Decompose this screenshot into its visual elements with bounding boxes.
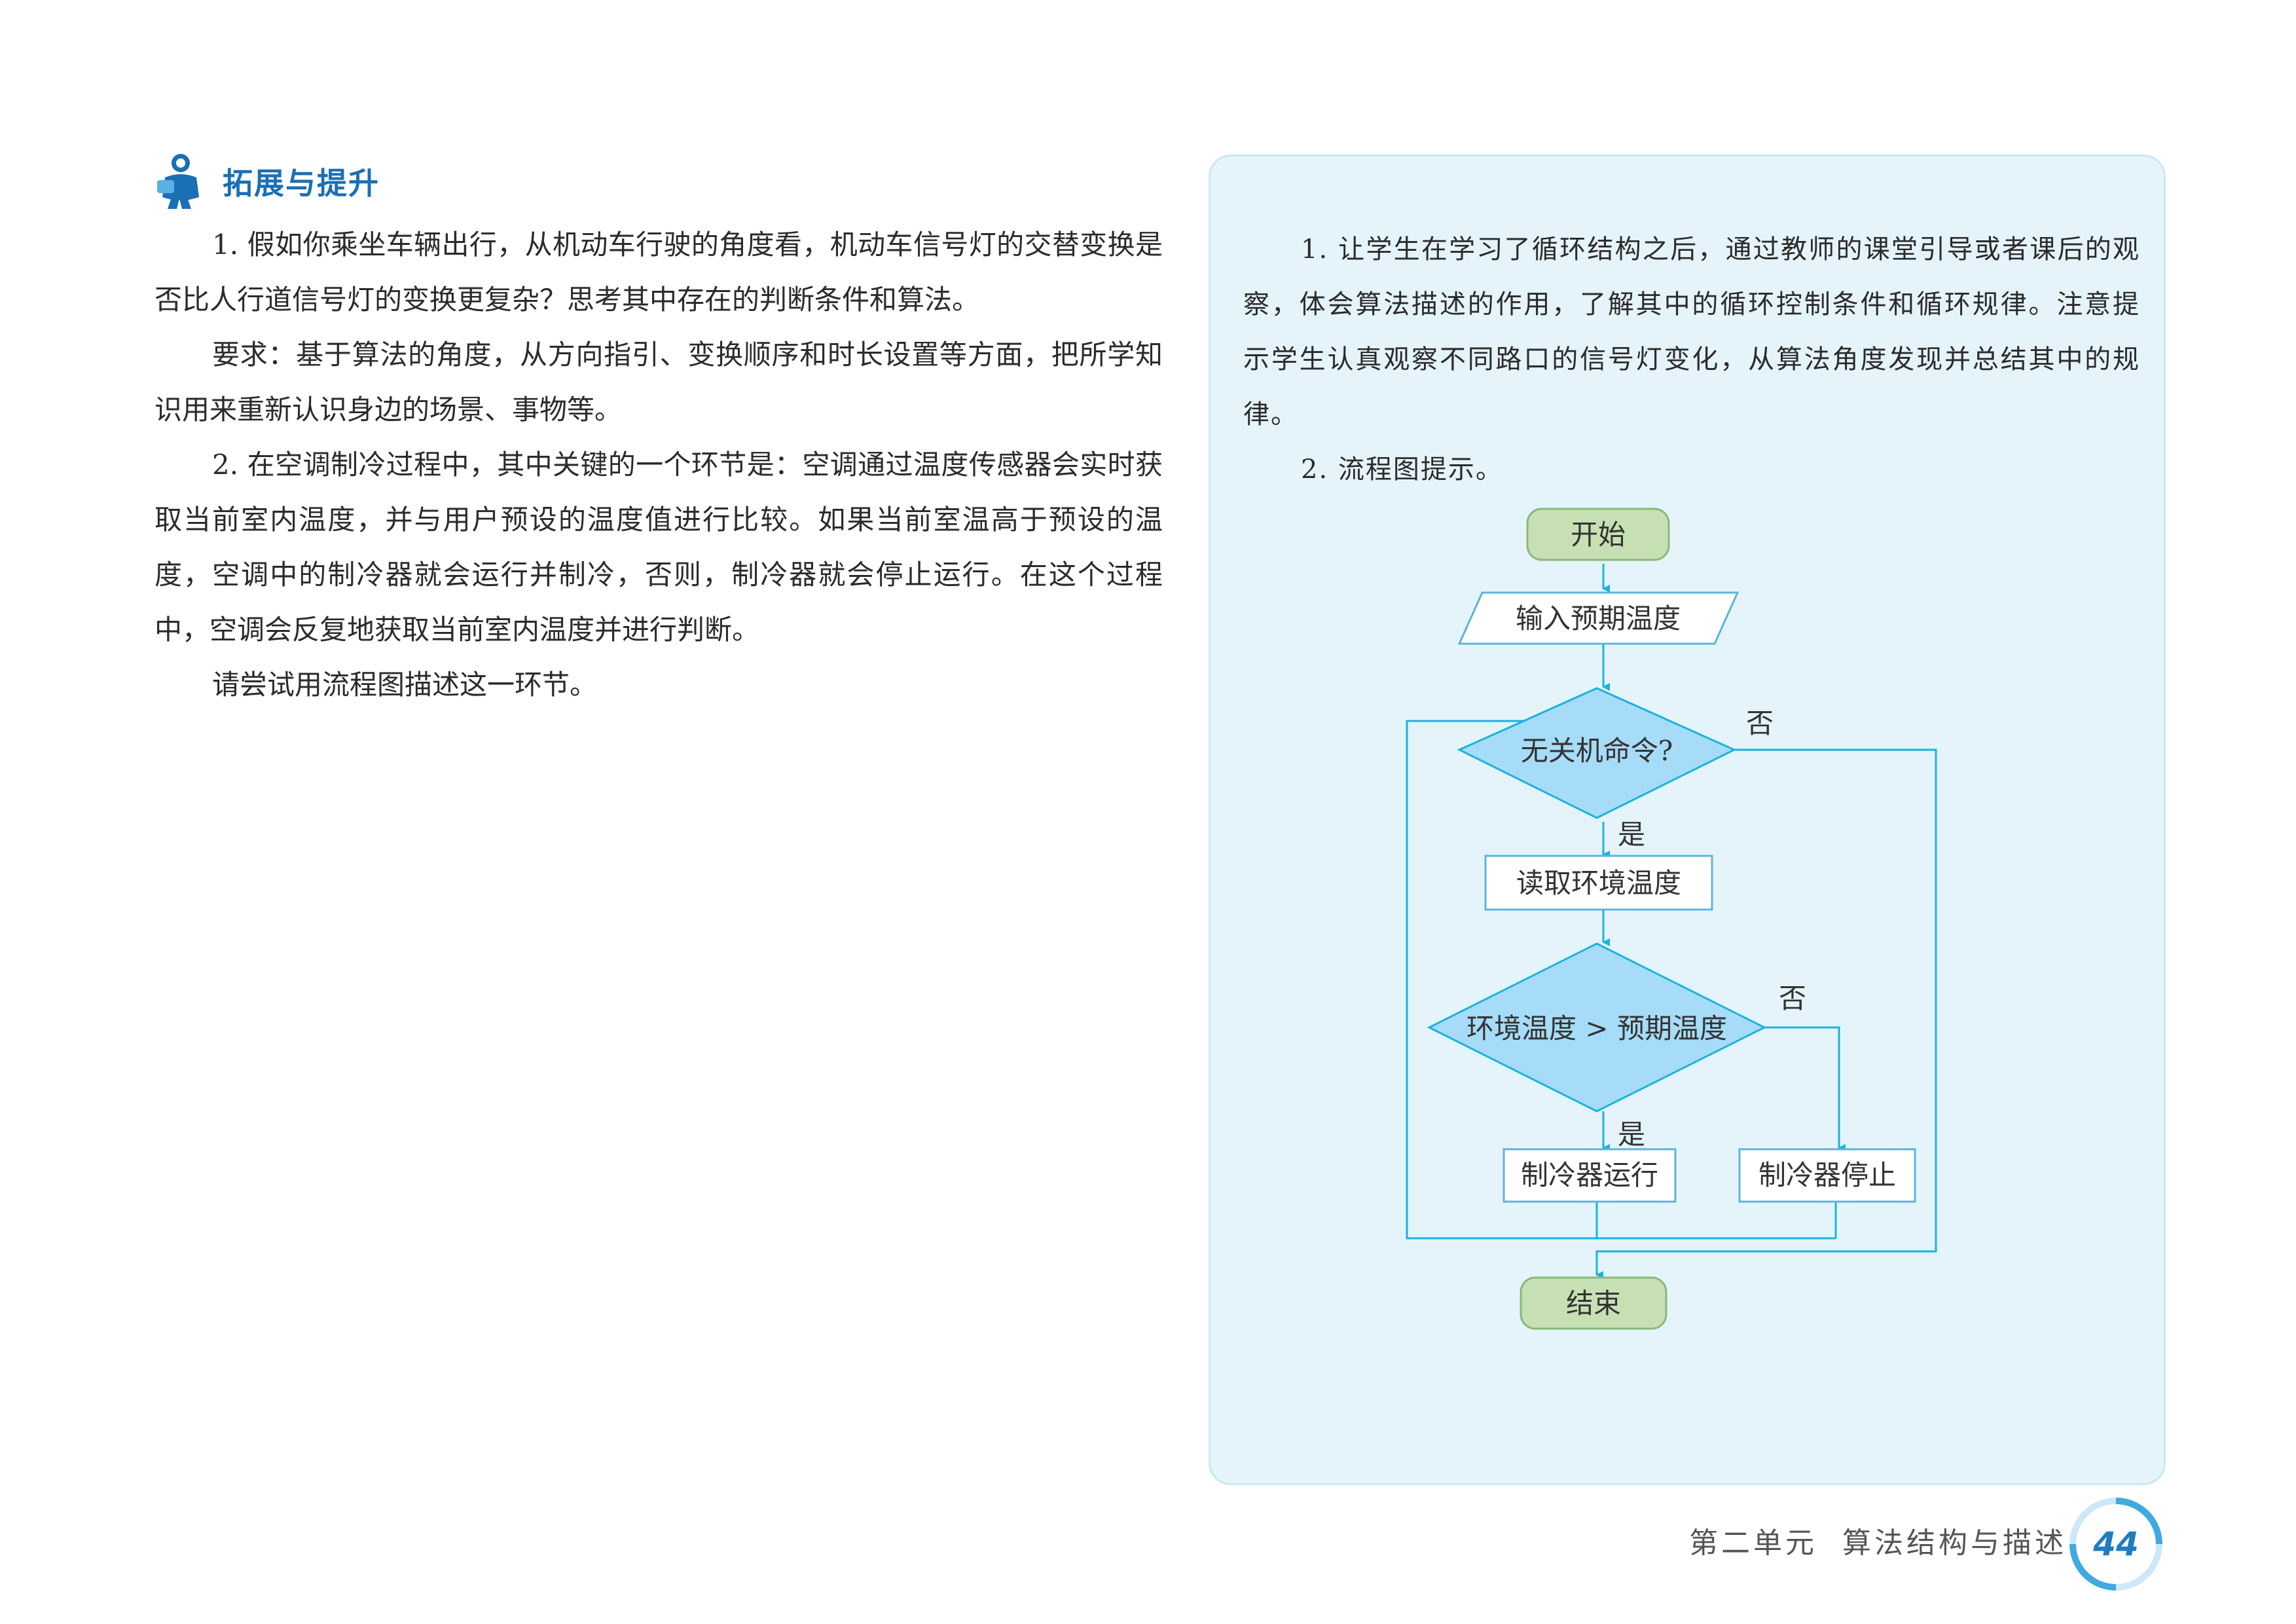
tip-1: 1. 让学生在学习了循环结构之后，通过教师的课堂引导或者课后的观察，体会算法描述… <box>1243 234 2140 430</box>
flowchart: 开始 输入预期温度 无关机命令? 是 否 读取环境温度 环境温度 > 预期温度 … <box>1406 507 1937 1330</box>
section-header: 拓展与提升 <box>155 145 1163 217</box>
exercise-2-task: 请尝试用流程图描述这一环节。 <box>212 669 598 701</box>
arrow-decision1-end <box>1595 748 1937 1279</box>
decision2-yes-label: 是 <box>1618 1118 1645 1151</box>
arrow-decision2-stop <box>1764 1026 1846 1152</box>
cooler-stop-label: 制冷器停止 <box>1758 1159 1896 1191</box>
tip-text: 1. 让学生在学习了循环结构之后，通过教师的课堂引导或者课后的观察，体会算法描述… <box>1243 222 2140 497</box>
end-terminal <box>1520 1276 1667 1330</box>
cooler-run-box <box>1503 1148 1677 1203</box>
start-terminal <box>1526 507 1670 561</box>
extension-section: 拓展与提升 1. 假如你乘坐车辆出行，从机动车行驶的角度看，机动车信号灯的交替变… <box>155 145 1163 712</box>
tip-2: 2. 流程图提示。 <box>1301 454 1503 485</box>
decision1-yes-label: 是 <box>1618 819 1645 851</box>
cooler-run-label: 制冷器运行 <box>1521 1159 1658 1191</box>
teaching-tip-box: 1. 让学生在学习了循环结构之后，通过教师的课堂引导或者课后的观察，体会算法描述… <box>1209 155 2166 1485</box>
page-badge-ring-icon <box>2069 1498 2162 1591</box>
decision2-no-label: 否 <box>1779 982 1806 1014</box>
section-title: 拓展与提升 <box>223 166 380 201</box>
start-label: 开始 <box>1571 519 1626 551</box>
loop-back-line <box>1406 714 1602 1240</box>
input-box <box>1457 591 1740 645</box>
decision-compare-label: 环境温度 > 预期温度 <box>1467 1012 1727 1044</box>
read-temp-label: 读取环境温度 <box>1516 867 1681 899</box>
exercise-2: 2. 在空调制冷过程中，其中关键的一个环节是：空调通过温度传感器会实时获取当前室… <box>155 449 1163 646</box>
read-temp-box <box>1484 855 1713 911</box>
page-number-badge: 44 <box>2064 1492 2168 1596</box>
end-label: 结束 <box>1566 1287 1621 1320</box>
person-reading-icon <box>157 154 199 209</box>
input-label: 输入预期温度 <box>1516 602 1681 635</box>
footer-chapter: 第二单元 算法结构与描述 <box>1689 1519 2067 1561</box>
exercise-1: 1. 假如你乘坐车辆出行，从机动车行驶的角度看，机动车信号灯的交替变换是否比人行… <box>155 229 1163 316</box>
decision-shutdown-label: 无关机命令? <box>1521 735 1673 767</box>
footer-unit: 第二单元 <box>1689 1526 1817 1560</box>
decision-compare <box>1427 942 1767 1113</box>
exercise-1-requirement: 要求：基于算法的角度，从方向指引、变换顺序和时长设置等方面，把所学知识用来重新认… <box>155 339 1163 426</box>
cooler-stop-box <box>1738 1148 1916 1203</box>
decision1-no-label: 否 <box>1746 707 1774 739</box>
page-number: 44 <box>2093 1525 2139 1563</box>
footer-chapter-title: 算法结构与描述 <box>1842 1526 2067 1560</box>
decision-shutdown <box>1457 687 1737 819</box>
